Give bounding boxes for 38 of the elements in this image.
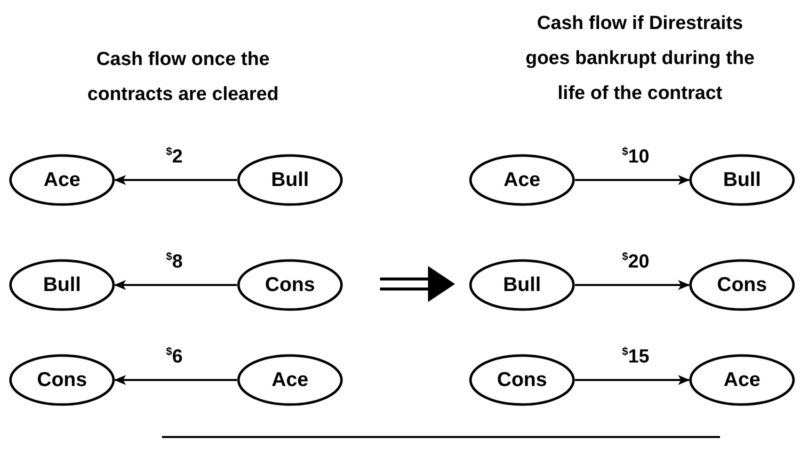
party-name: Cons <box>265 274 315 296</box>
party-name: Cons <box>717 274 767 296</box>
party-name: Ace <box>272 368 308 392</box>
party-name: Bull <box>271 168 309 192</box>
party-ellipse <box>689 354 795 406</box>
cash-flow-arrow <box>114 175 237 185</box>
party-name: Cons <box>37 368 87 392</box>
party-ellipse <box>9 154 115 206</box>
cash-flow-arrow <box>114 280 237 290</box>
party-ellipse <box>9 354 115 406</box>
edge-label: $^{$}$8 <box>166 251 183 274</box>
cash-flow-arrow <box>575 375 690 385</box>
edge-label: $^{$}$10 <box>622 146 650 168</box>
party-ellipse <box>237 259 343 311</box>
column-heading: Cash flow once the contracts are cleared <box>86 48 280 107</box>
cash-flow-arrow <box>114 375 237 385</box>
party-ellipse <box>9 259 115 311</box>
party-ellipse <box>469 354 575 406</box>
party-name: Bull <box>43 274 81 296</box>
edge-label: $^{$}$6 <box>166 346 183 368</box>
party-ellipse <box>689 259 795 311</box>
edge-label: $^{$}$2 <box>166 146 183 168</box>
party-name: Cons <box>497 368 547 392</box>
party-ellipse <box>689 154 795 206</box>
party-ellipse <box>469 259 575 311</box>
party-name: Ace <box>504 168 540 192</box>
edge-label: $^{$}$15 <box>622 346 650 368</box>
party-name: Ace <box>724 368 760 392</box>
column-heading: Cash flow if Direstraits goes bankrupt during the life of the contract <box>524 12 756 106</box>
edge-label: $^{$}$20 <box>622 251 650 274</box>
cash-flow-arrow <box>575 175 690 185</box>
cash-flow-arrow <box>575 280 690 290</box>
party-ellipse <box>237 154 343 206</box>
party-name: Bull <box>723 168 761 192</box>
party-name: Bull <box>503 274 541 296</box>
party-ellipse <box>469 154 575 206</box>
party-ellipse <box>237 354 343 406</box>
party-name: Ace <box>44 168 80 192</box>
